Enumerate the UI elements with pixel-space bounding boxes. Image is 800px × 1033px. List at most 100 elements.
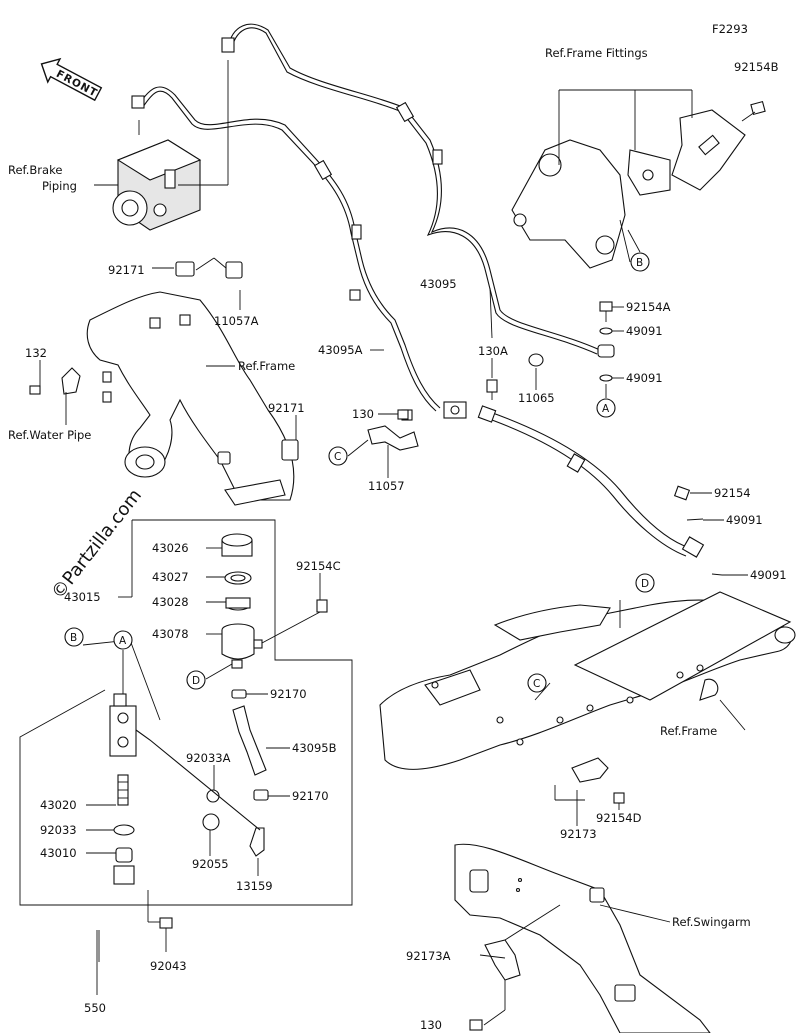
master-cylinder-box <box>19 519 353 906</box>
clamp-92170a <box>231 689 247 699</box>
svg-text:C: C <box>533 678 540 690</box>
part-label-43027: 43027 <box>152 570 189 584</box>
part-label-92055: 92055 <box>192 857 229 871</box>
ref-swingarm-label: Ref.Swingarm <box>672 915 751 929</box>
svg-text:B: B <box>636 257 643 269</box>
water-pipe-clip <box>29 367 81 395</box>
part-label-92170: 92170 <box>270 687 307 701</box>
part-label-550: 550 <box>84 1001 106 1015</box>
swingarm <box>454 843 711 1033</box>
part-label-130a: 130A <box>478 344 508 358</box>
lower-frame <box>379 591 796 770</box>
reservoir-cap-43026 <box>221 533 253 557</box>
part-label-43095a: 43095A <box>318 343 363 357</box>
brake-hose-rear <box>477 405 705 558</box>
part-label-92173a: 92173A <box>406 949 451 963</box>
svg-text:B: B <box>70 632 77 644</box>
watermark-text: ©Partzilla.com <box>47 485 146 603</box>
ref-frame-upper-label: Ref.Frame <box>238 359 295 373</box>
callout-b-left: B <box>64 627 84 647</box>
clamp-92171-upper <box>175 261 243 279</box>
bolt-130a <box>486 379 498 400</box>
part-label-43095b: 43095B <box>292 741 337 755</box>
part-number-labels: 92154B 92171 11057A 132 43095 92154A 490… <box>25 60 787 1032</box>
part-label-92154: 92154 <box>714 486 751 500</box>
part-label-92154b: 92154B <box>734 60 779 74</box>
svg-text:C: C <box>334 451 341 463</box>
part-label-92033a: 92033A <box>186 751 231 765</box>
upper-frame <box>86 291 295 506</box>
callout-a-right: A <box>596 398 616 418</box>
clamp-92170b <box>253 789 269 801</box>
bolt-130-upper <box>397 409 409 420</box>
callout-c-upper: C <box>328 446 348 466</box>
ref-frame-lower-label: Ref.Frame <box>660 724 717 738</box>
part-label-43078: 43078 <box>152 627 189 641</box>
part-label-43028: 43028 <box>152 595 189 609</box>
part-label-49091-d: 49091 <box>750 568 787 582</box>
part-label-43010: 43010 <box>40 846 77 860</box>
svg-text:D: D <box>641 578 649 590</box>
abs-unit <box>112 139 202 231</box>
callout-d-lower: D <box>635 573 655 593</box>
part-label-92154d: 92154D <box>596 811 642 825</box>
part-label-11057a: 11057A <box>214 314 259 328</box>
part-label-92154c: 92154C <box>296 559 341 573</box>
part-label-43026: 43026 <box>152 541 189 555</box>
part-label-92171: 92171 <box>108 263 145 277</box>
frame-fittings <box>511 100 766 269</box>
bolt-130-lower <box>469 1019 483 1031</box>
svg-text:D: D <box>192 675 200 687</box>
part-label-92043: 92043 <box>150 959 187 973</box>
part-label-132: 132 <box>25 346 47 360</box>
leader-lines <box>39 60 748 1026</box>
front-arrow-icon: FRONT <box>40 57 103 102</box>
part-label-43095: 43095 <box>420 277 457 291</box>
callout-a-left: A <box>113 630 133 650</box>
part-label-130: 130 <box>352 407 374 421</box>
cotter-pin-550 <box>96 930 100 962</box>
bracket-92173 <box>571 757 609 783</box>
part-label-92154a: 92154A <box>626 300 671 314</box>
brake-lines-upper <box>131 23 601 412</box>
part-label-92170-b: 92170 <box>292 789 329 803</box>
banjo-bolt-92154a <box>597 301 615 382</box>
figure-id: F2293 <box>712 22 748 36</box>
diaphragm-43028 <box>225 597 251 611</box>
plate-43027 <box>224 571 252 585</box>
joint-13159 <box>249 827 265 857</box>
hose-43095b <box>232 705 267 776</box>
part-label-11065: 11065 <box>518 391 555 405</box>
bolt-92154d <box>613 792 625 804</box>
svg-text:A: A <box>602 403 610 415</box>
part-label-43020: 43020 <box>40 798 77 812</box>
part-label-92033: 92033 <box>40 823 77 837</box>
part-label-49091-a: 49091 <box>626 324 663 338</box>
part-label-13159: 13159 <box>236 879 273 893</box>
callout-b-top: B <box>627 229 650 272</box>
part-label-49091-c: 49091 <box>726 513 763 527</box>
nut-11065 <box>528 353 544 367</box>
part-label-92171-b: 92171 <box>268 401 305 415</box>
reservoir-43078 <box>221 623 263 669</box>
master-cylinder-body <box>109 693 261 831</box>
callout-d-left: D <box>186 670 206 690</box>
bracket-92173a <box>484 939 521 981</box>
part-label-92173: 92173 <box>560 827 597 841</box>
part-label-49091-b: 49091 <box>626 371 663 385</box>
part-label-43015: 43015 <box>64 590 101 604</box>
joint-43010 <box>113 847 135 885</box>
clamp-92171-lower <box>217 439 299 465</box>
bracket-11057 <box>367 409 419 451</box>
pin-92043 <box>147 890 173 929</box>
ring-92033 <box>113 824 135 836</box>
part-label-11057: 11057 <box>368 479 405 493</box>
junction-block <box>443 401 467 419</box>
svg-text:A: A <box>119 635 127 647</box>
callout-c-lower: C <box>527 673 547 693</box>
part-label-130-lower: 130 <box>420 1018 442 1032</box>
banjo-bolt-92154 <box>673 485 723 576</box>
ref-frame-fittings-label: Ref.Frame Fittings <box>545 46 648 60</box>
